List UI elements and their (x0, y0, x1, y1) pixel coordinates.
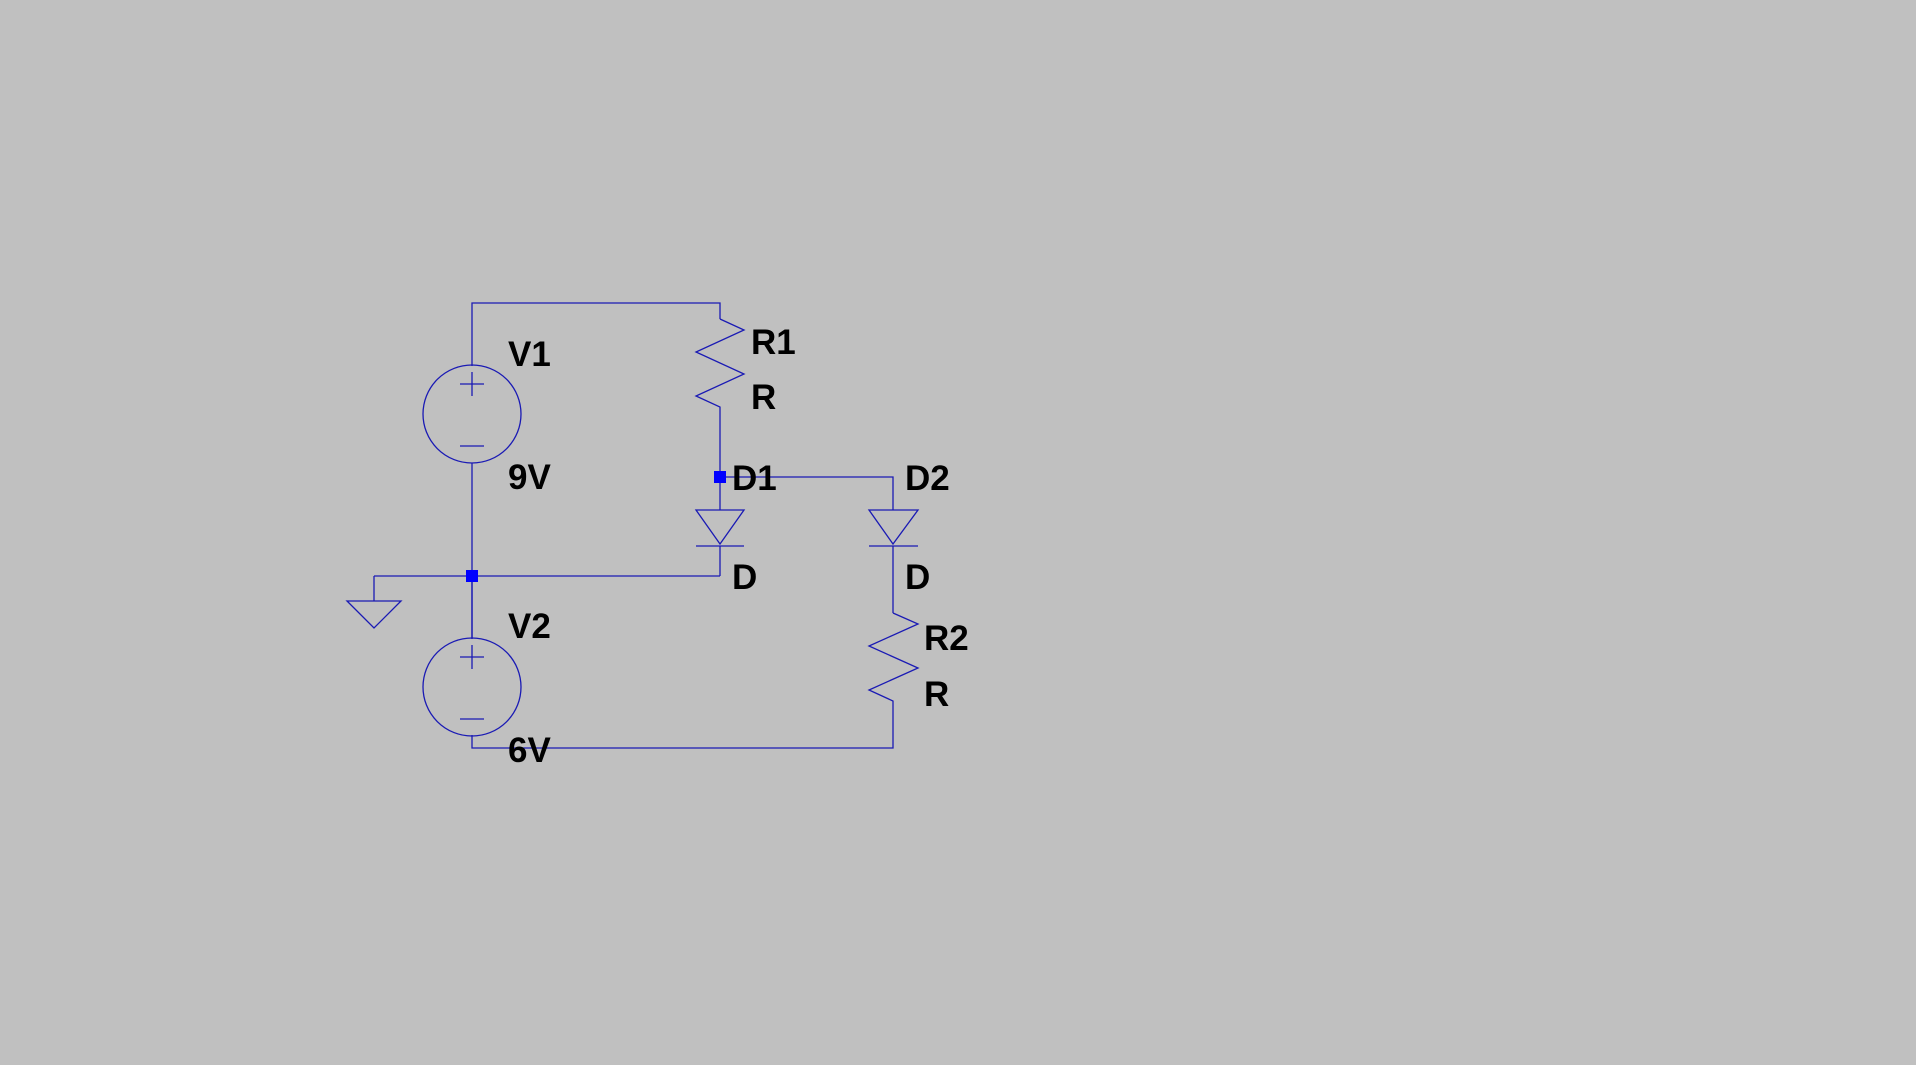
v2-value-label[interactable]: 6V (508, 731, 551, 770)
source-circle-icon (422, 637, 522, 737)
diode-triangle-icon (694, 509, 746, 546)
resistor-zigzag-icon (867, 612, 920, 710)
wire-bottom[interactable] (471, 710, 894, 749)
voltage-source-v2[interactable] (422, 637, 522, 737)
r2-value-label[interactable]: R (924, 675, 949, 714)
d2-name-label[interactable]: D2 (905, 459, 950, 498)
v2-name-label[interactable]: V2 (508, 607, 551, 646)
source-circle-icon (422, 364, 522, 464)
junction-node-ground[interactable] (466, 570, 478, 582)
resistor-r2[interactable] (867, 612, 920, 710)
r1-name-label[interactable]: R1 (751, 323, 796, 362)
wires (373, 302, 894, 749)
diode-d2[interactable] (867, 509, 920, 547)
wire-d1-to-d2[interactable] (720, 476, 894, 510)
voltage-source-v1[interactable] (422, 364, 522, 464)
diode-d1[interactable] (694, 509, 746, 547)
resistor-r1[interactable] (694, 318, 746, 413)
d1-name-label[interactable]: D1 (732, 459, 777, 498)
junction-node-r1-d1[interactable] (714, 471, 726, 483)
ground-triangle-icon (345, 600, 403, 629)
v1-name-label[interactable]: V1 (508, 335, 551, 374)
r1-value-label[interactable]: R (751, 378, 776, 417)
wire-top[interactable] (471, 302, 721, 366)
d1-value-label[interactable]: D (732, 558, 757, 597)
resistor-zigzag-icon (694, 318, 746, 413)
v1-value-label[interactable]: 9V (508, 458, 551, 497)
diode-triangle-icon (867, 509, 920, 546)
ground-icon[interactable] (345, 600, 403, 629)
r2-name-label[interactable]: R2 (924, 619, 969, 658)
d2-value-label[interactable]: D (905, 558, 930, 597)
